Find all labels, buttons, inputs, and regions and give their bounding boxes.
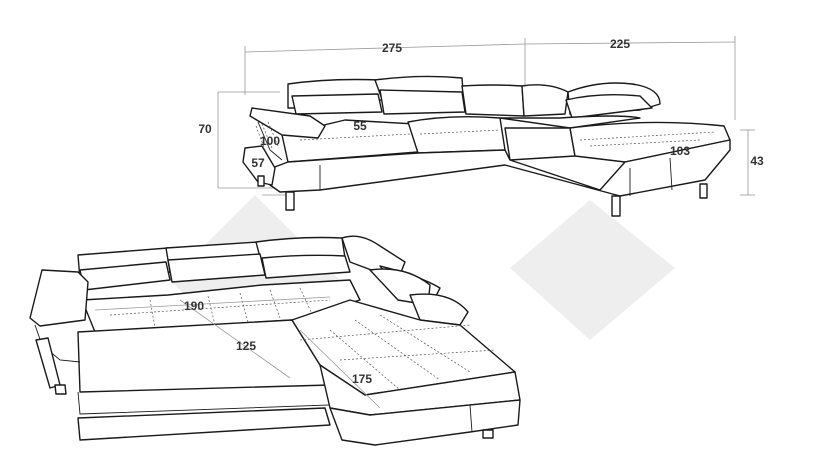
- sofa-bed-view: 190 125 175: [29, 235, 521, 446]
- leg: [611, 195, 621, 217]
- leg: [482, 429, 494, 439]
- dim-chaise-depth: 103: [670, 144, 690, 158]
- dim-seat-height: 57: [251, 156, 265, 170]
- dim-seat-depth: 55: [353, 119, 367, 133]
- corner-seat: [499, 115, 641, 129]
- leg: [699, 183, 708, 199]
- left-armrest: [249, 107, 326, 139]
- leg: [285, 191, 295, 211]
- left-armrest-bed: [29, 269, 89, 327]
- seat-cushion-middle: [407, 115, 506, 154]
- sofa-base: [269, 139, 731, 197]
- bed-mattress: [77, 319, 331, 393]
- bed-base: [77, 407, 331, 441]
- dim-chaise-length: 175: [352, 372, 372, 386]
- chaise-base: [329, 399, 521, 446]
- leg: [257, 175, 265, 187]
- dim-armrest-height: 100: [260, 134, 280, 148]
- chaise-cushion: [569, 121, 731, 163]
- dim-bed-width: 190: [184, 299, 204, 313]
- dim-bed-length: 125: [236, 339, 256, 353]
- dim-width-right: 225: [610, 37, 630, 51]
- sofa-top-view: 275 225 70 100 55 57 103 43: [198, 36, 764, 217]
- dim-right-height: 43: [750, 154, 764, 168]
- dim-height-back: 70: [198, 122, 212, 136]
- dim-width-left: 275: [382, 41, 402, 55]
- top-dimension-lines: [217, 36, 755, 196]
